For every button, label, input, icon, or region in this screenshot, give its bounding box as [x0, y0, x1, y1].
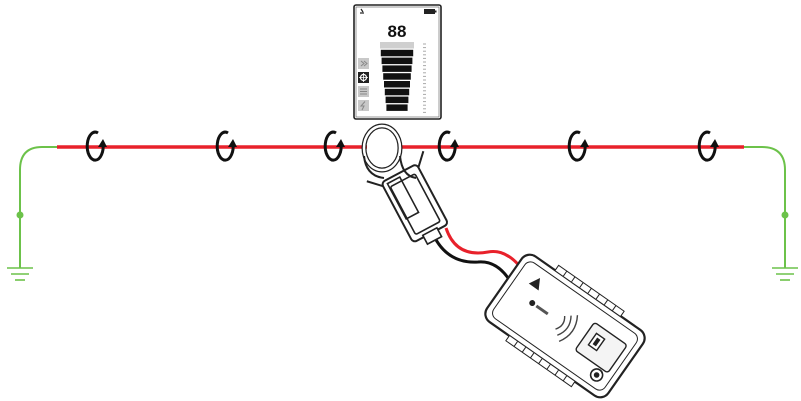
power-button-icon	[589, 368, 604, 382]
signal-icon	[360, 8, 364, 14]
signal-reading: 88	[388, 22, 407, 41]
signal-bar	[383, 73, 411, 80]
signal-bar	[380, 42, 414, 49]
right-earth-ground-icon	[772, 267, 798, 281]
side-grip	[505, 264, 625, 388]
signal-bar	[381, 57, 413, 65]
scale-ticks	[423, 43, 426, 113]
signal-clamp	[361, 123, 449, 246]
transmitter-display	[575, 322, 627, 373]
signal-bar	[384, 81, 410, 88]
wireless-signal-icon	[555, 315, 579, 343]
left-earth-ground-icon	[7, 267, 33, 281]
right-ground-lead	[742, 146, 798, 281]
brand-logo-icon	[529, 300, 549, 316]
field-rotation-marker	[85, 130, 107, 162]
signal-bar	[382, 65, 412, 72]
warning-triangle-icon	[528, 277, 541, 291]
field-markers	[85, 130, 719, 162]
field-rotation-marker	[697, 130, 719, 162]
receiver-display: 88	[353, 4, 442, 120]
field-rotation-marker	[215, 130, 237, 162]
signal-bar	[380, 49, 414, 57]
signal-bar	[384, 88, 410, 96]
transmitter-unit	[484, 253, 646, 399]
left-ground-lead	[7, 146, 58, 281]
mode-icons	[358, 58, 369, 111]
battery-icon	[424, 9, 437, 14]
signal-bar	[385, 96, 409, 104]
signal-bar-graph	[380, 42, 414, 111]
signal-bar	[386, 104, 408, 111]
black-test-lead	[430, 231, 516, 289]
field-rotation-marker	[323, 130, 345, 162]
field-rotation-marker	[567, 130, 589, 162]
field-rotation-marker	[437, 130, 459, 162]
